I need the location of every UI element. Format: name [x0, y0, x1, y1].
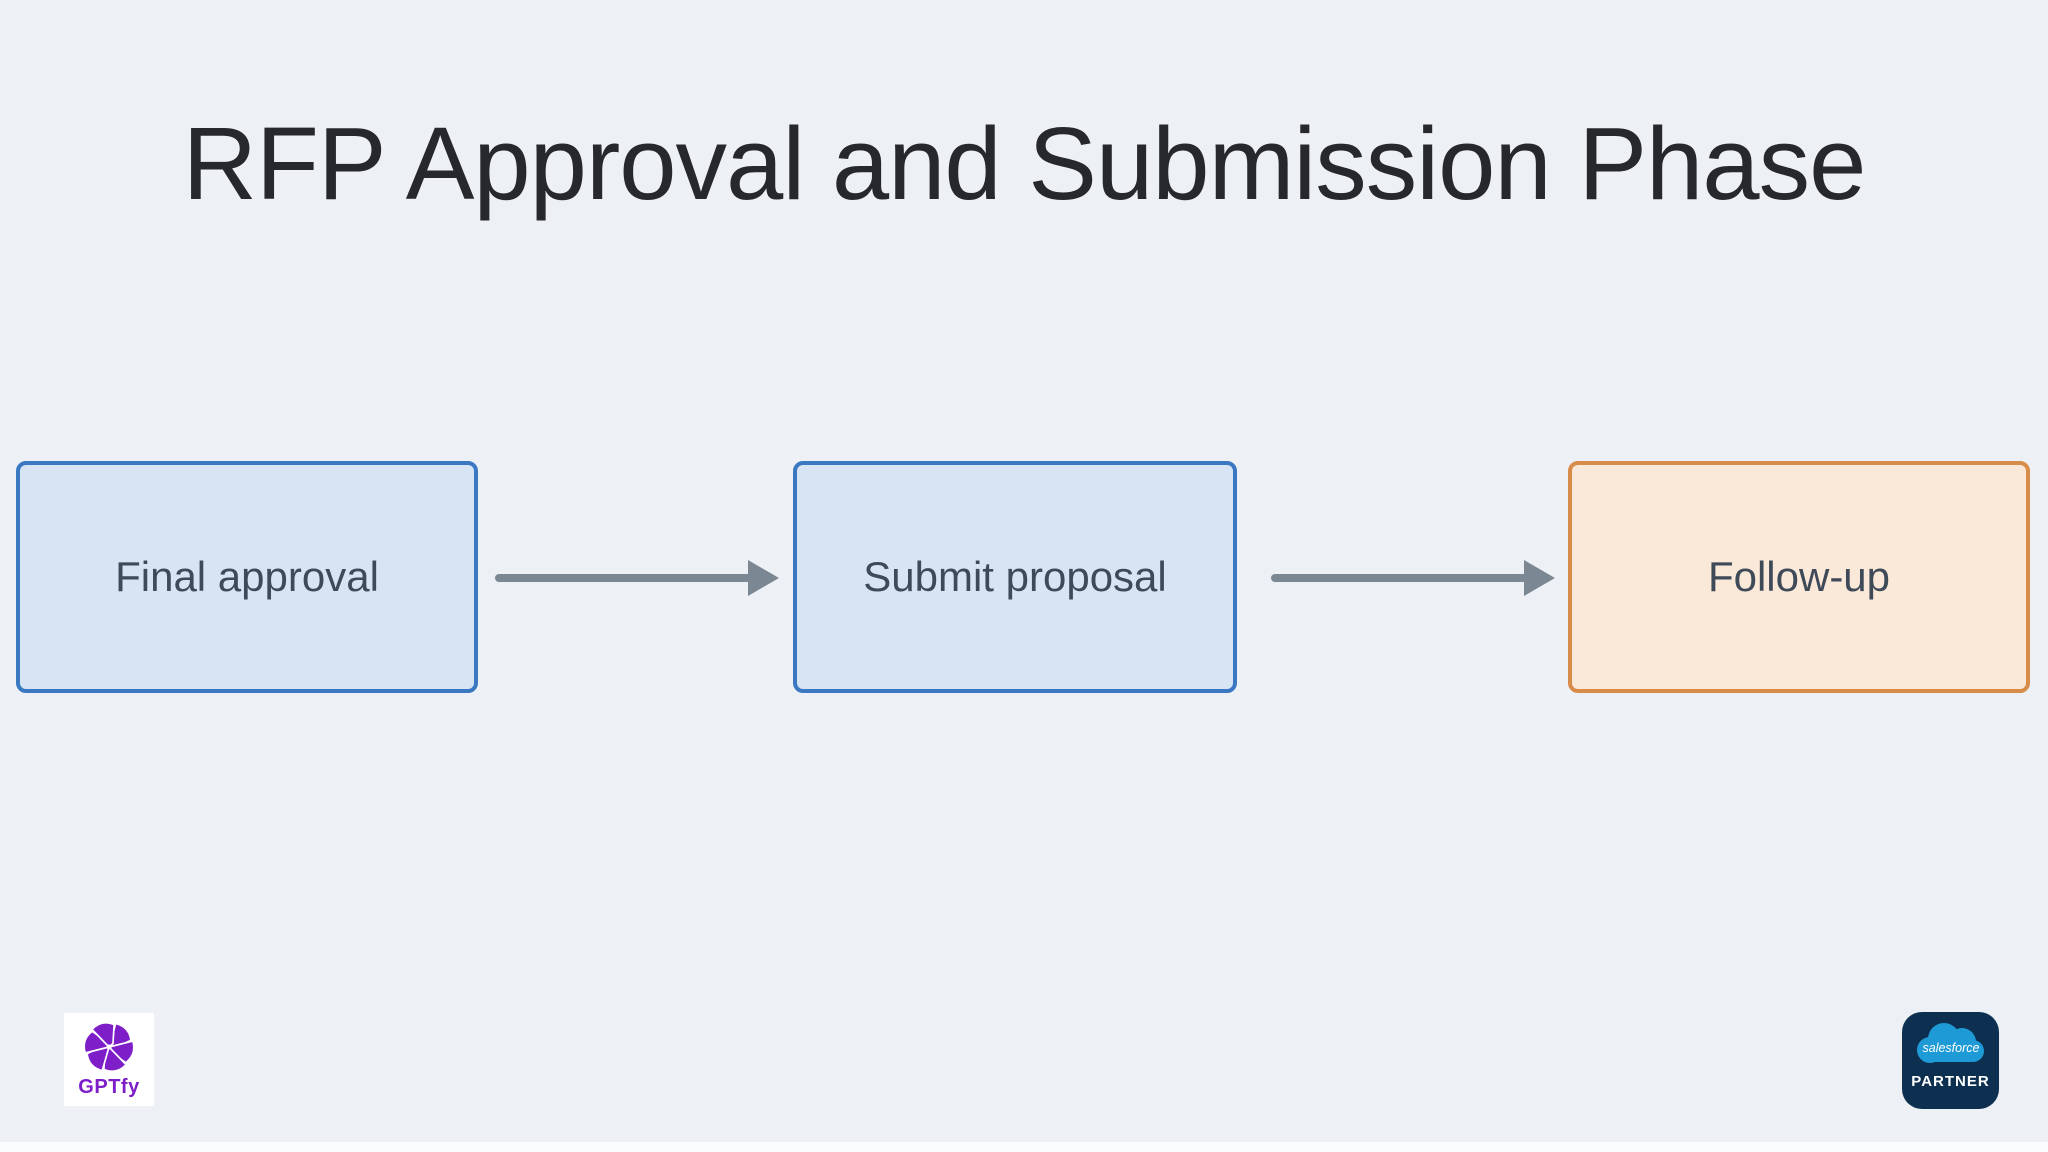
bottom-strip — [0, 1142, 2048, 1152]
salesforce-wordmark: salesforce — [1922, 1041, 1979, 1055]
flow-node-final-approval: Final approval — [16, 461, 478, 693]
flow-node-label: Final approval — [115, 553, 379, 600]
arrow-submit-to-followup — [1271, 560, 1555, 596]
arrow-head-icon — [748, 560, 779, 596]
arrow-head-icon — [1524, 560, 1555, 596]
arrow-final-to-submit — [495, 560, 779, 596]
flow-node-submit-proposal: Submit proposal — [793, 461, 1237, 693]
partner-label: PARTNER — [1911, 1073, 1990, 1090]
salesforce-partner-badge: salesforce PARTNER — [1902, 1012, 1999, 1109]
pinwheel-center — [106, 1044, 112, 1050]
flow-node-label: Follow-up — [1707, 553, 1891, 600]
page-title: RFP Approval and Submission Phase — [182, 106, 1867, 221]
gptfy-wordmark: GPTfy — [78, 1076, 140, 1098]
salesforce-cloud-icon: salesforce — [1916, 1023, 1984, 1063]
flow-node-follow-up: Follow-up — [1568, 461, 2030, 693]
gptfy-logo: GPTfy — [64, 1013, 154, 1106]
flow-node-label: Submit proposal — [863, 553, 1167, 600]
gptfy-pinwheel-icon — [83, 1021, 135, 1073]
